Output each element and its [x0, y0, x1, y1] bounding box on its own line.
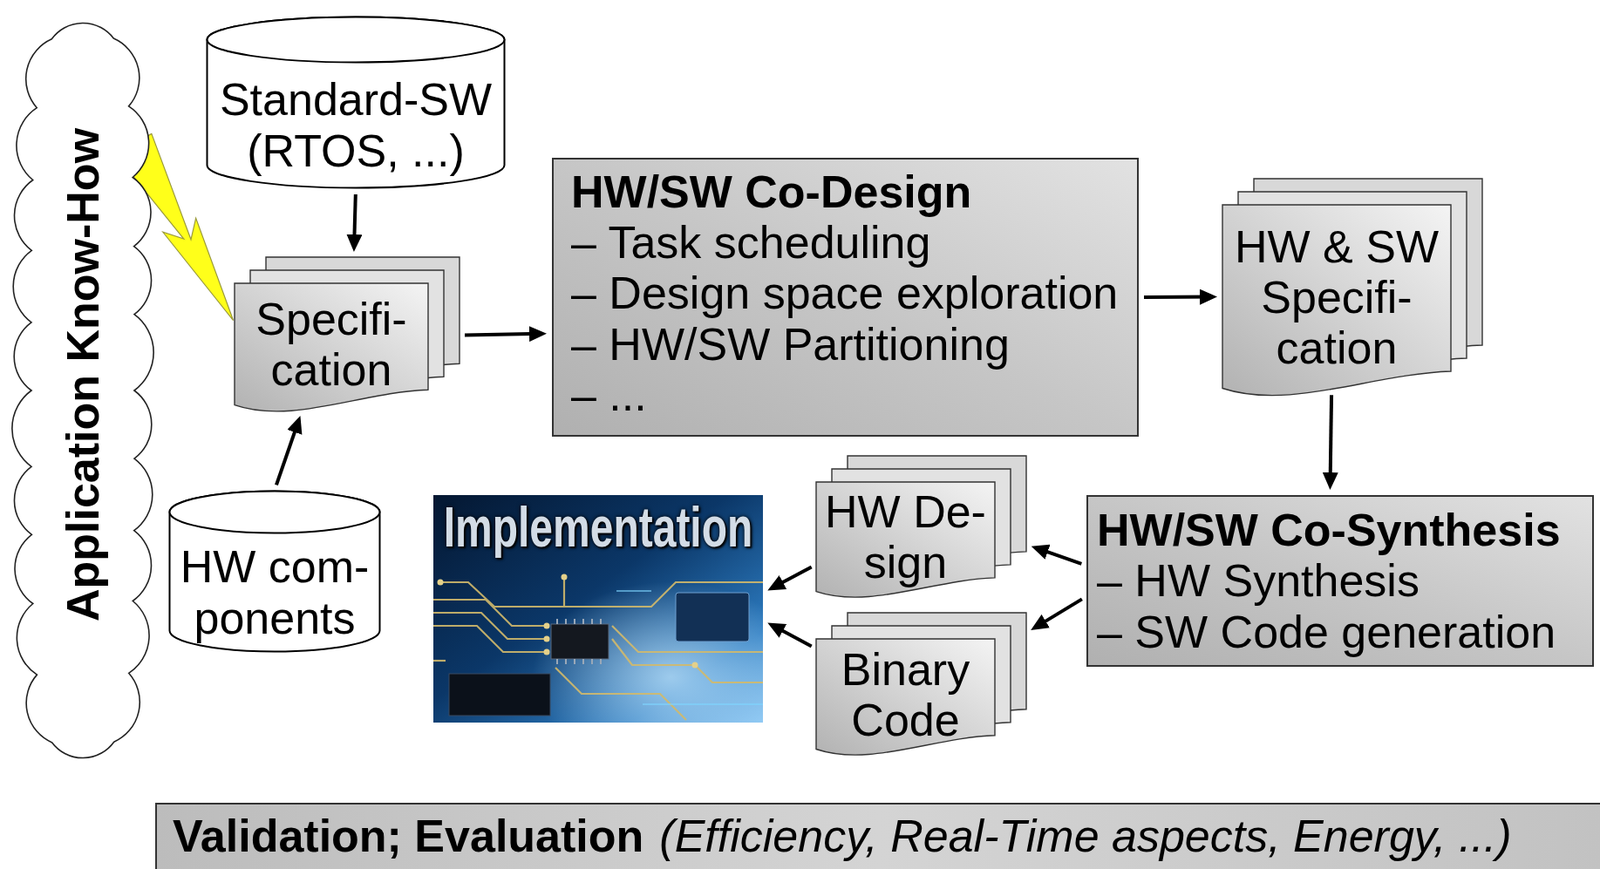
node-label: HW com- ponents: [173, 541, 376, 643]
chip: [551, 624, 609, 660]
board-lines: [616, 591, 763, 705]
board-ground: [433, 495, 763, 723]
chip: [449, 674, 551, 716]
box-outline: [1087, 496, 1594, 667]
process-box: HW/SW Co-Design– Task scheduling– Design…: [551, 157, 1139, 437]
text-area: Implementation: [433, 495, 763, 723]
cloud-outline: [12, 22, 154, 758]
cylinder-body: [207, 17, 505, 189]
document-page: [816, 482, 995, 598]
bar-note: (Efficiency, Real-Time aspects, Energy, …: [659, 811, 1512, 862]
node-label: Binary Code: [820, 644, 991, 746]
box-outline: [552, 158, 1138, 436]
text-area: HW/SW Co-Design– Task scheduling– Design…: [551, 157, 1139, 437]
node-label: Standard-SW (RTOS, ...): [211, 74, 500, 176]
flow-arrow: [1330, 394, 1333, 485]
database-cylinder: HW com- ponents: [168, 490, 382, 654]
document-stack: Binary Code: [816, 612, 1027, 757]
flow-arrow: [1034, 599, 1083, 628]
board-traces: [433, 577, 763, 721]
bar-outline: [156, 803, 1600, 869]
flow-arrow: [1143, 295, 1212, 300]
node-label: HW De- sign: [820, 486, 991, 588]
text-area: HW/SW Co-Synthesis– HW Synthesis– SW Cod…: [1086, 495, 1594, 668]
cylinder-body: [170, 491, 381, 653]
text-area: Specifi- cation: [234, 283, 429, 407]
text-area: HW De- sign: [816, 482, 995, 593]
list-item: – Design space exploration: [571, 267, 1118, 319]
flow-arrow: [464, 333, 542, 336]
node-label: Specifi- cation: [242, 293, 422, 395]
node-label: HW & SW Specifi- cation: [1227, 221, 1446, 375]
list-item: – Task scheduling: [571, 217, 931, 268]
text-area: Validation; Evaluation (Efficiency, Real-…: [155, 803, 1600, 869]
text-area: HW com- ponents: [168, 531, 382, 654]
cylinder-top: [207, 17, 505, 63]
list-item: – ...: [571, 369, 647, 421]
know-how-cloud: Application Know-How: [10, 5, 156, 777]
flow-arrow: [354, 194, 356, 247]
box-heading: HW/SW Co-Synthesis: [1096, 504, 1561, 556]
process-box: HW/SW Co-Synthesis– HW Synthesis– SW Cod…: [1086, 495, 1594, 668]
list-item: – HW Synthesis: [1096, 555, 1420, 606]
image-caption: Implementation: [443, 496, 754, 560]
box-heading: HW/SW Co-Design: [571, 166, 972, 218]
board-vias: [437, 574, 699, 669]
validation-bar: Validation; Evaluation (Efficiency, Real-…: [155, 803, 1600, 869]
flow-arrow: [276, 421, 300, 486]
vertical-title: Application Know-How: [57, 128, 109, 622]
chip-pins: [557, 619, 601, 665]
text-area: Binary Code: [816, 639, 995, 751]
flow-arrow: [772, 625, 812, 647]
list-item: – SW Code generation: [1096, 606, 1556, 658]
document-stack: Specifi- cation: [234, 257, 460, 414]
text-area: HW & SW Specifi- cation: [1222, 204, 1451, 390]
document-page: [234, 283, 429, 412]
text-area: Standard-SW (RTOS, ...): [205, 61, 506, 190]
document-page: [1222, 204, 1451, 396]
list-item: – HW/SW Partitioning: [571, 319, 1010, 370]
flow-arrow: [1035, 548, 1082, 565]
flow-arrow: [772, 566, 812, 588]
database-cylinder: Standard-SW (RTOS, ...): [205, 15, 506, 190]
board-glow: [433, 495, 763, 723]
text-area: Application Know-How: [10, 5, 156, 777]
image-panel: Implementation: [433, 495, 763, 723]
document-stack: HW De- sign: [816, 456, 1027, 600]
document-page: [816, 639, 995, 756]
document-stack: HW & SW Specifi- cation: [1222, 178, 1483, 398]
cylinder-top: [170, 491, 381, 534]
bar-heading: Validation; Evaluation: [172, 811, 644, 862]
chip: [675, 592, 749, 642]
